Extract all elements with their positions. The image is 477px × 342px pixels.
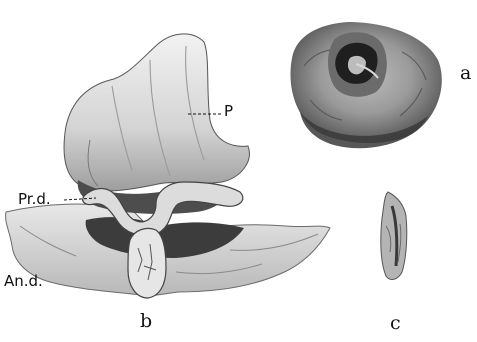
figure-letter-c: c (390, 314, 401, 333)
label-p: P (224, 104, 233, 119)
figure-b-specimen (6, 34, 330, 298)
label-and: An.d. (4, 274, 43, 289)
figure-letter-a: a (460, 64, 471, 83)
label-prd: Pr.d. (18, 192, 51, 207)
figure-c-specimen (381, 192, 407, 279)
figure-letter-b: b (140, 312, 152, 331)
figure-a-specimen (290, 22, 441, 148)
